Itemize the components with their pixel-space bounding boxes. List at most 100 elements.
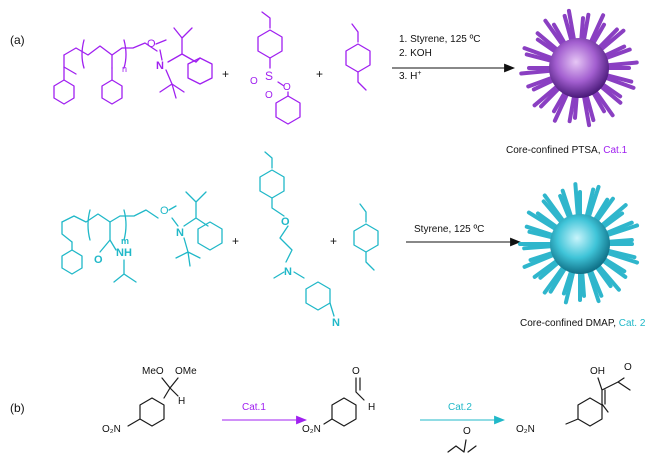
- nanoparticle-spike: [552, 89, 571, 123]
- nanoparticle-spike: [541, 199, 566, 227]
- nanoparticle-spike: [593, 263, 613, 289]
- nanoparticle-spike: [586, 184, 601, 222]
- nanoparticle-spike: [591, 197, 610, 224]
- nanoparticle-spike: [532, 257, 561, 279]
- nanoparticle-spike: [601, 74, 636, 90]
- nanoparticle-spike: [602, 72, 634, 84]
- nanoparticle-spike: [583, 91, 596, 123]
- ester-O: O: [283, 82, 291, 93]
- nanoparticle-spike: [542, 263, 567, 295]
- nanoparticle-spike: [587, 266, 604, 298]
- acetal-H: H: [178, 396, 185, 407]
- nanoparticle-spike: [562, 13, 575, 45]
- row1-conditions: 1. Styrene, 125 ºC 2. KOH 3. H+: [392, 34, 516, 82]
- nanoparticle-spike: [586, 266, 601, 304]
- row2-atom-N: N: [176, 227, 184, 239]
- nanoparticle-spike: [543, 18, 566, 49]
- repeat-unit-n: n: [122, 64, 127, 74]
- nanoparticle-spike: [522, 244, 557, 251]
- row2-macroinitiator: m O NH O N: [61, 191, 223, 283]
- nanoparticle-spike: [535, 211, 561, 231]
- nanoparticle-spike: [573, 182, 580, 221]
- nanoparticle-spike: [584, 187, 596, 221]
- nanoparticle-spike: [592, 87, 615, 118]
- plus-sign-2: +: [316, 67, 323, 81]
- row1-styrenesulfonate: S O O O: [250, 11, 301, 125]
- nanoparticle-spike: [581, 12, 591, 45]
- nanoparticle-spike: [596, 28, 626, 54]
- nanoparticle-spike: [590, 88, 606, 114]
- nanoparticle-spike: [603, 248, 637, 260]
- purple-nanoparticle: [519, 8, 639, 128]
- step1: Cat.1: [222, 402, 308, 425]
- step1-catalyst: Cat.1: [242, 402, 266, 413]
- nanoparticle-spike: [538, 258, 563, 280]
- mbh-product: OH O O₂N: [516, 362, 632, 435]
- nanoparticle-spike: [601, 47, 632, 62]
- nanoparticle-spike: [561, 266, 574, 296]
- nanoparticle-spike: [522, 46, 557, 62]
- amide-NH: NH: [116, 247, 132, 259]
- nanoparticle-spike: [542, 193, 567, 225]
- sulfonyl-S: S: [265, 69, 273, 83]
- nanoparticle-spike: [535, 31, 562, 54]
- nanoparticle-spike: [524, 224, 558, 238]
- pyridine-N: N: [332, 317, 340, 329]
- nanoparticle-spike: [581, 91, 592, 128]
- row2-plus-sign-1: +: [232, 234, 239, 248]
- nanoparticle-spike: [603, 237, 634, 244]
- condition-step-2: 2. KOH: [399, 48, 432, 59]
- aldehyde-O: O: [352, 366, 360, 377]
- nanoparticle-spike: [558, 193, 573, 222]
- row2-atom-O: O: [160, 205, 169, 217]
- nanoparticle-spike: [587, 13, 606, 47]
- atom-N: N: [156, 60, 164, 72]
- aldehyde-H: H: [368, 402, 375, 413]
- nanoparticle-spike: [535, 37, 560, 56]
- nanoparticle-spike: [526, 210, 560, 233]
- acetal-substrate: MeO OMe H O₂N: [102, 366, 197, 435]
- atom-O: O: [147, 38, 156, 50]
- nitrobenzaldehyde: O H O₂N: [302, 366, 375, 435]
- nanoparticle-spike: [602, 250, 640, 265]
- nanoparticle-spike: [528, 250, 558, 263]
- nanoparticle-spike: [593, 196, 615, 225]
- row1-macroinitiator: n O N: [53, 27, 213, 105]
- ether-O: O: [281, 216, 290, 228]
- nanoparticle-spike: [524, 52, 556, 64]
- nanoparticle-spike: [566, 8, 577, 45]
- nitro-group-3: O₂N: [516, 424, 535, 435]
- nanoparticle-spike: [526, 74, 557, 89]
- step2: Cat.2 O: [420, 402, 506, 453]
- row2-condition: Styrene, 125 ºC: [414, 224, 484, 235]
- carbonyl-O: O: [94, 254, 103, 266]
- nitro-group-1: O₂N: [102, 424, 121, 435]
- product-caption-cat2: Core-confined DMAP, Cat. 2: [520, 318, 646, 329]
- nanoparticle-spike: [599, 211, 625, 231]
- nanoparticle-spike: [522, 251, 558, 269]
- panel-b-label: (b): [10, 401, 25, 415]
- acetal-OMe: OMe: [175, 366, 197, 377]
- nanoparticle-spike: [580, 267, 587, 298]
- superscript-plus: +: [417, 70, 421, 77]
- row2-plus-sign-2: +: [330, 234, 337, 248]
- plus-sign-1: +: [222, 67, 229, 81]
- nanoparticle-spike: [594, 261, 621, 292]
- condition-step-3: 3. H+: [399, 70, 421, 82]
- nanoparticle-spike: [563, 267, 576, 305]
- nanoparticle-spike: [599, 257, 628, 279]
- nanoparticle-spike: [567, 91, 577, 124]
- nanoparticle-spike: [602, 220, 634, 237]
- nanoparticle-spike: [527, 229, 557, 240]
- vinyl-ketone-O: O: [463, 426, 471, 437]
- panel-a-label: (a): [10, 33, 25, 47]
- repeat-unit-m: m: [121, 236, 129, 246]
- step2-catalyst: Cat.2: [448, 402, 472, 413]
- cyan-nanoparticle: [518, 182, 640, 305]
- row2-conditions: Styrene, 125 ºC: [406, 224, 522, 247]
- product-OH: OH: [590, 366, 605, 377]
- nanoparticle-spike: [560, 188, 574, 222]
- product-caption-cat1: Core-confined PTSA, Cat.1: [506, 145, 628, 156]
- nanoparticle-spike: [548, 264, 569, 294]
